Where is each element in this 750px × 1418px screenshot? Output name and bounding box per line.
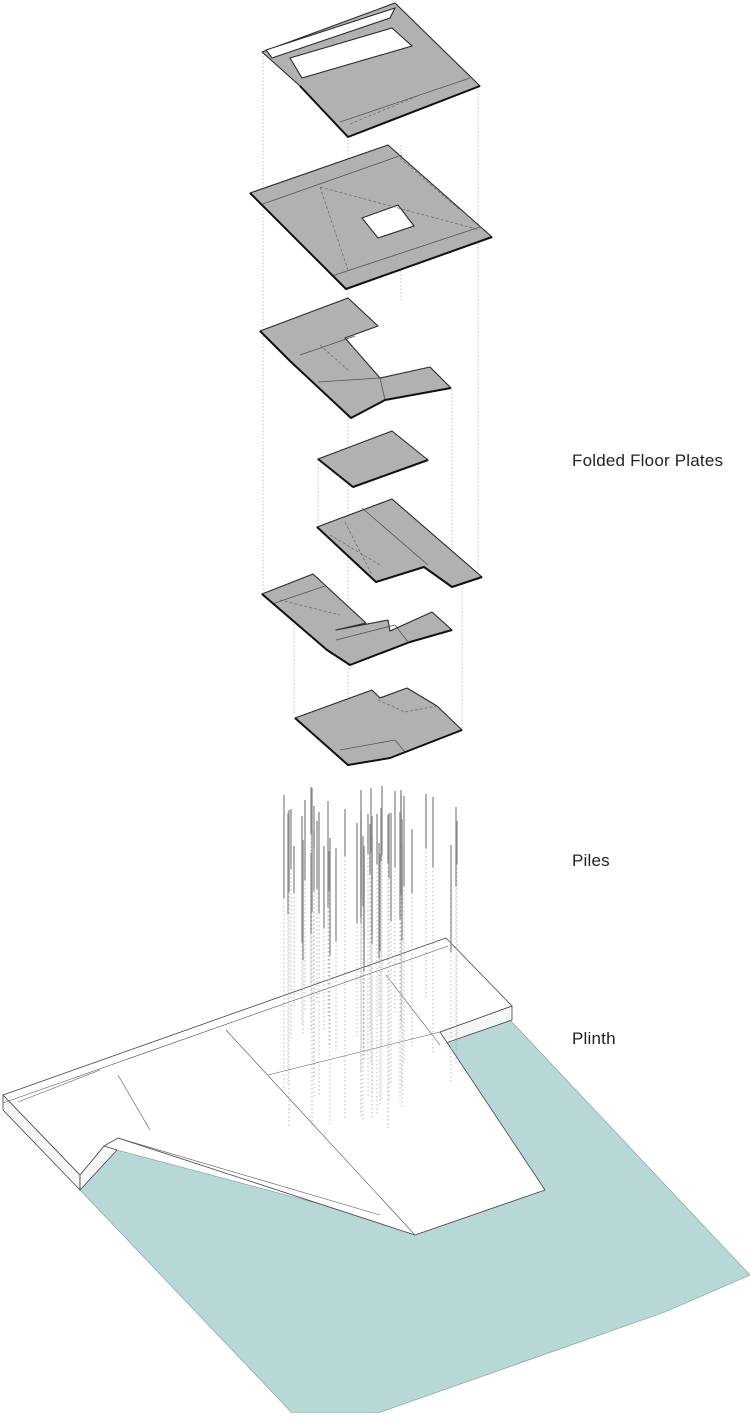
floor-plate-6 bbox=[261, 573, 453, 666]
piles bbox=[283, 786, 458, 1128]
label-piles: Piles bbox=[572, 851, 610, 870]
floor-plate-5 bbox=[316, 498, 483, 588]
floor-plate-3 bbox=[259, 297, 452, 419]
floor-plate-4 bbox=[317, 430, 429, 488]
floor-plate-1 bbox=[261, 2, 481, 138]
plinth-deck bbox=[2, 937, 546, 1236]
label-plinth: Plinth bbox=[572, 1029, 616, 1048]
floor-plate-7 bbox=[294, 687, 463, 766]
floor-plate-2 bbox=[249, 144, 493, 290]
label-folded-floor-plates: Folded Floor Plates bbox=[572, 451, 724, 470]
